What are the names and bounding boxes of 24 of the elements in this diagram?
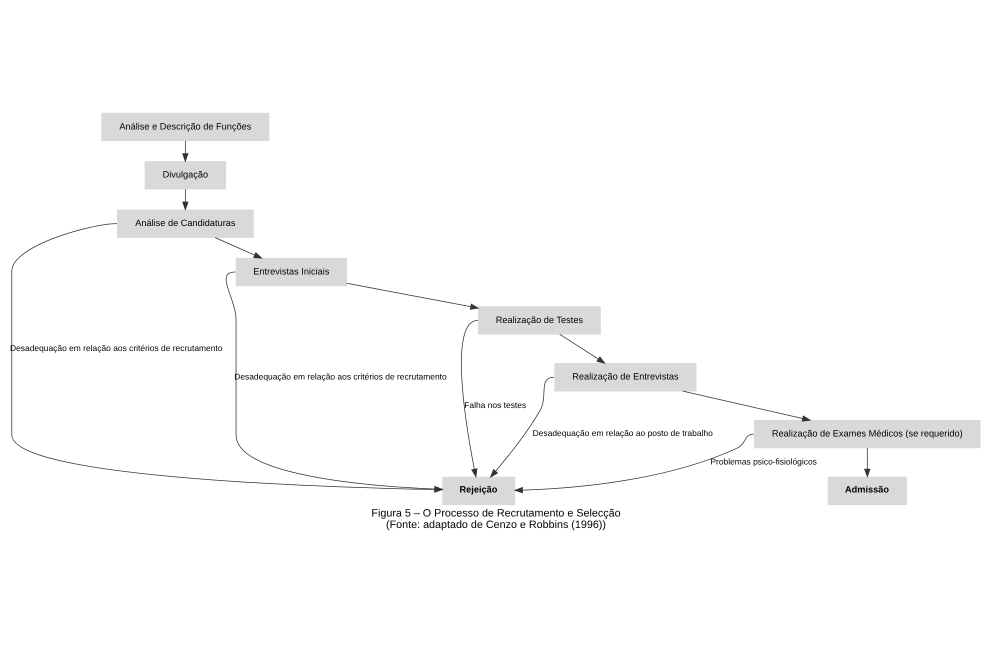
node-box: Rejeição [442,476,516,505]
node-box: Análise de Candidaturas [117,208,254,238]
node-box: Realização de Exames Médicos (se requerido) [754,419,981,448]
edge-label: Desadequação em relação ao posto de trabalho [532,428,713,438]
arrow [490,376,554,478]
caption: (Fonte: adaptado de Cenzo e Robbins (1996)) [386,518,606,530]
arrow [182,188,189,210]
node-box: Realização de Testes [478,306,601,334]
node-box: Entrevistas Iniciais [236,257,347,286]
node-box: Admissão [828,476,907,505]
arrow [346,282,480,310]
node-box: Divulgação [144,160,226,189]
arrow [864,447,871,478]
arrow [559,333,606,364]
edge-label: Falha nos testes [464,399,526,410]
node-box: Análise e Descrição de Funções [101,112,270,141]
arrow [214,236,263,258]
edge-label: Problemas psico-fisiológicos [710,456,817,466]
arrow [514,433,754,493]
diagram-title: Figura 5 – O Processo de Recrutamento e Selecção [371,506,621,519]
node-box: Realização de Entrevistas [554,362,696,391]
arrow [461,320,478,478]
arrow [682,390,812,422]
arrow [182,140,189,162]
